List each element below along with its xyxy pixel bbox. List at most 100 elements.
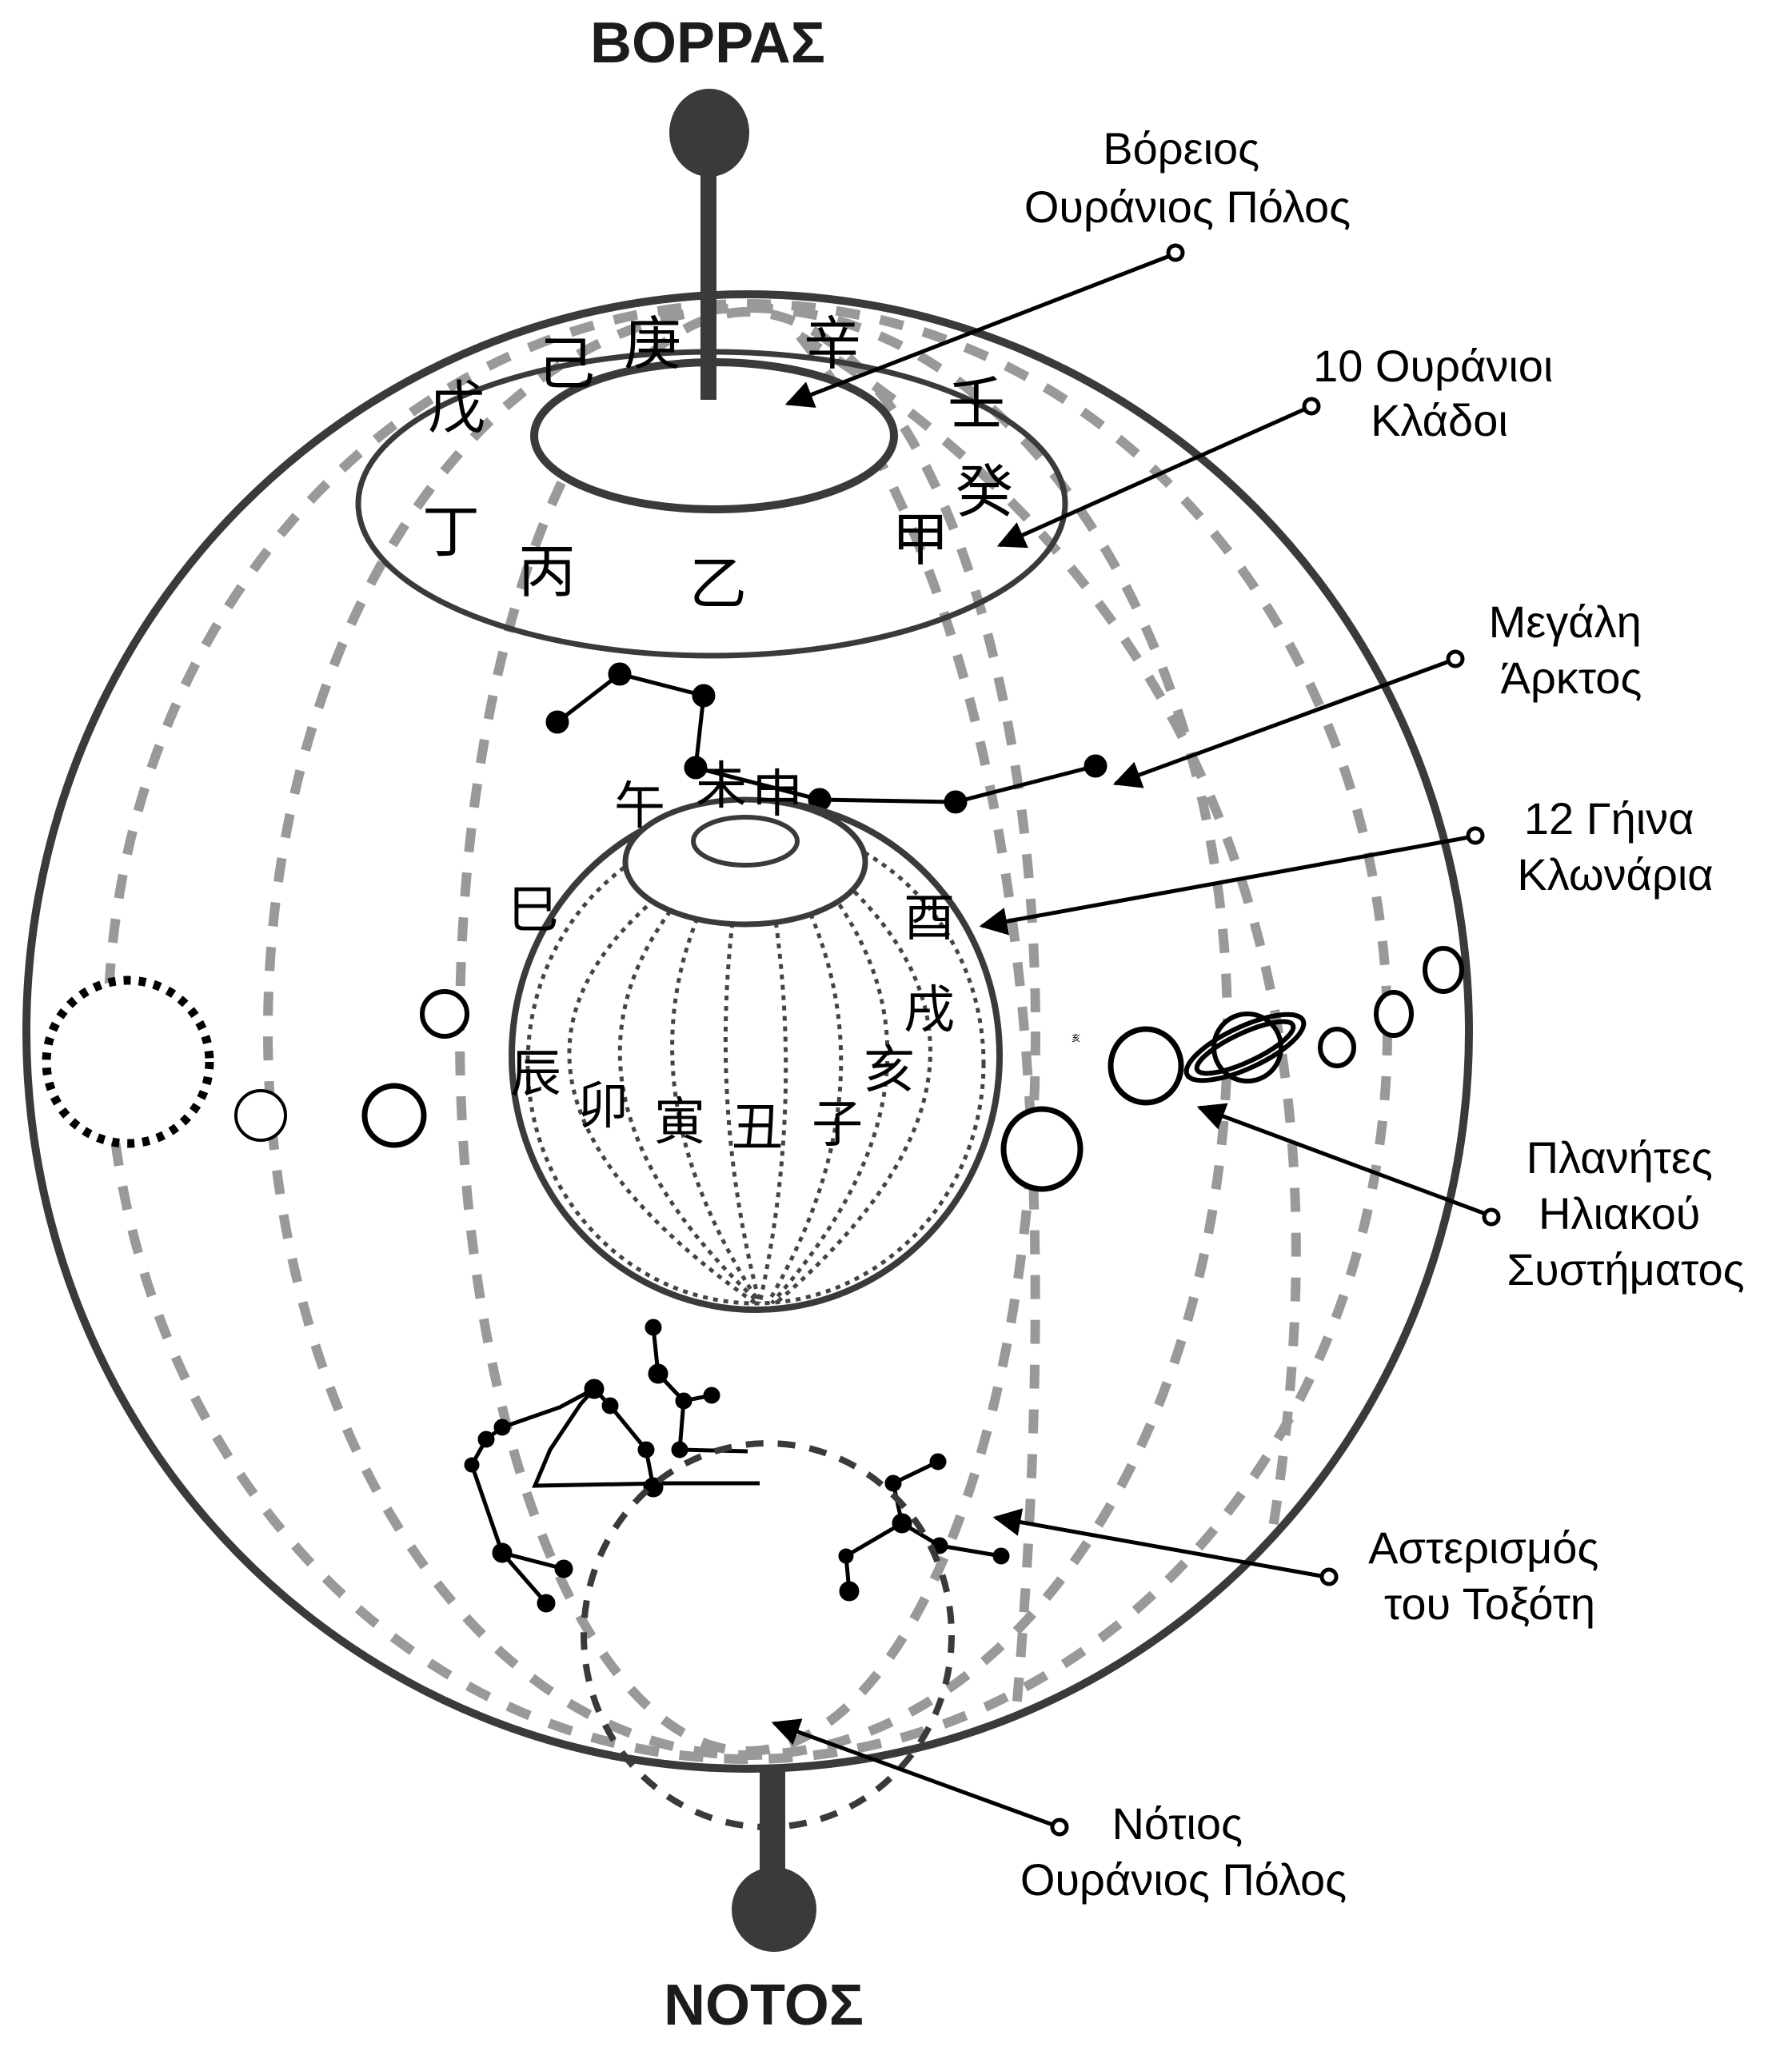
star	[645, 1319, 662, 1336]
label-planets: Πλανήτες Ηλιακού Συστήματος	[1507, 1132, 1744, 1295]
stem-ren: 壬	[948, 370, 1005, 437]
globe-meridian	[567, 865, 757, 1306]
star	[838, 1548, 854, 1564]
big-dipper-link	[695, 765, 820, 802]
star	[554, 1559, 573, 1578]
sagittarius-lines	[677, 1400, 748, 1454]
star	[1084, 754, 1108, 778]
leader-big-dipper	[1112, 657, 1455, 788]
star	[675, 1392, 692, 1410]
south-label: ΝΟΤΟΣ	[664, 1973, 864, 2037]
sagittarius-constellation	[464, 1319, 1010, 1613]
star	[692, 684, 716, 708]
north-axis-stem	[700, 160, 716, 400]
label-sagittarius: Αστερισμός του Τοξότη	[1368, 1522, 1611, 1629]
label-south-pole: Νότιος Ουράνιος Πόλος	[1020, 1798, 1347, 1905]
branch-you: 酉	[904, 889, 955, 948]
callout-leaders	[771, 243, 1501, 1837]
sagittarius-lines	[501, 1551, 548, 1605]
label-line: Ηλιακού	[1539, 1188, 1700, 1239]
south-pole-axis: ΝΟΤΟΣ	[664, 1767, 864, 2037]
stem-bing: 丙	[518, 538, 576, 605]
star	[477, 1431, 495, 1448]
callout-labels: Βόρειος Ουράνιος Πόλος 10 Ουράνιοι Κλάδο…	[1020, 123, 1745, 1905]
branch-xu: 戌	[904, 981, 955, 1040]
north-label: ΒΟΡΡΑΣ	[590, 11, 825, 75]
leader-planets	[1196, 1103, 1491, 1218]
label-north-pole: Βόρειος Ουράνιος Πόλος	[1024, 123, 1351, 232]
branch-chen: 辰	[510, 1045, 561, 1104]
planet-small-3	[1423, 946, 1464, 994]
big-dipper-constellation	[545, 662, 1108, 814]
south-axis-stem	[760, 1767, 785, 1871]
globe-meridian	[770, 862, 890, 1305]
stray-glyph: 亥	[1072, 1032, 1080, 1043]
planet-small-2	[1374, 990, 1414, 1038]
globe-cap-inner	[691, 815, 800, 868]
planet-earth-small	[420, 989, 469, 1039]
leader-north-pole	[784, 252, 1175, 408]
label-line: του Τοξότη	[1384, 1578, 1595, 1629]
bright-star	[648, 1363, 669, 1384]
stem-xin: 辛	[804, 310, 861, 377]
label-line: Κλωνάρια	[1517, 849, 1713, 900]
label-heavenly-stems: 10 Ουράνιοι Κλάδοι	[1313, 341, 1566, 445]
star	[537, 1594, 556, 1613]
sagittarius-lines	[532, 1387, 760, 1488]
branch-chou: 丑	[732, 1099, 783, 1158]
star	[601, 1397, 619, 1415]
label-line: Ουράνιος Πόλος	[1024, 182, 1351, 232]
star	[992, 1547, 1010, 1565]
branch-zi: 子	[812, 1095, 863, 1155]
branch-wei: 未	[696, 757, 747, 816]
saturn-ring	[1183, 1012, 1307, 1083]
branch-yin: 寅	[654, 1093, 705, 1152]
label-line: 12 Γήινα	[1524, 793, 1694, 844]
bright-star	[839, 1581, 860, 1602]
leader-dot	[1466, 826, 1485, 845]
sagittarius-lines	[469, 1387, 596, 1571]
leader-dot	[1302, 397, 1321, 416]
globe-meridian	[774, 856, 932, 1305]
branch-hai: 亥	[864, 1041, 915, 1100]
star	[608, 662, 632, 686]
saturn-ring-inner	[1194, 1019, 1296, 1076]
label-line: Ουράνιος Πόλος	[1020, 1854, 1347, 1905]
south-pole-knob	[732, 1867, 816, 1952]
star	[545, 710, 569, 734]
stem-wu: 戊	[428, 374, 485, 441]
sun-dotted	[42, 976, 214, 1148]
leader-dot	[1319, 1567, 1339, 1586]
meridian-line	[455, 307, 1040, 1756]
stem-geng: 庚	[624, 310, 681, 377]
planet-mercury	[234, 1089, 287, 1142]
stem-yi: 乙	[689, 550, 747, 617]
label-line: Αστερισμός	[1368, 1522, 1598, 1573]
bright-star	[892, 1513, 912, 1534]
bright-stars	[492, 1363, 912, 1602]
star	[703, 1387, 720, 1404]
label-line: Νότιος	[1112, 1798, 1243, 1849]
stem-gui: 癸	[956, 458, 1013, 525]
star	[684, 756, 708, 780]
north-pole-axis: ΒΟΡΡΑΣ	[590, 11, 825, 400]
celestial-sphere-outline	[22, 290, 1473, 1773]
planet-venus	[361, 1083, 427, 1148]
earth-globe: 子 丑 寅 卯 辰 巳 午 未 申 酉 戌 亥	[508, 757, 1003, 1313]
branch-si: 巳	[508, 881, 559, 940]
solar-system-planets	[42, 946, 1464, 1192]
stem-ding: 丁	[422, 498, 480, 565]
leader-stems	[996, 404, 1313, 549]
planet-mars	[1000, 1106, 1084, 1192]
label-line: Πλανήτες	[1527, 1132, 1713, 1183]
star	[884, 1474, 902, 1492]
planet-saturn	[1183, 1012, 1307, 1083]
star	[637, 1441, 655, 1458]
leader-dot	[1446, 649, 1465, 668]
leader-dot	[1050, 1818, 1069, 1837]
stem-jia: 甲	[892, 506, 949, 573]
globe-meridian	[765, 866, 844, 1305]
heavenly-stems-ring: 甲 乙 丙 丁 戊 己 庚 辛 壬 癸	[355, 310, 1068, 659]
label-line: 10 Ουράνιοι	[1313, 341, 1553, 391]
